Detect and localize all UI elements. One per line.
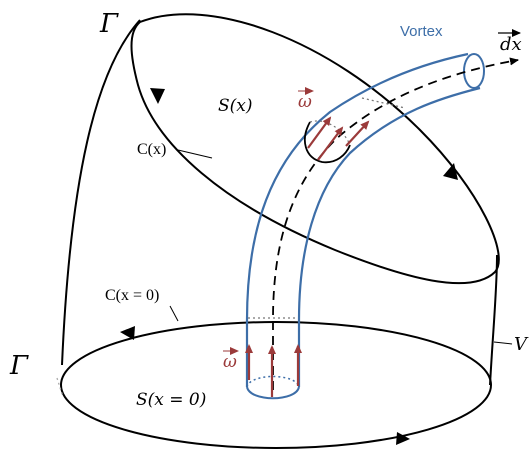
dx-label: dx (500, 34, 522, 55)
vortex-tube-bottom-cap-front (246, 386, 300, 400)
vortex-label: Vortex (400, 23, 443, 40)
circulation-arrow-top-left (150, 88, 165, 104)
vortex-tube-end-cap (463, 53, 485, 89)
c-x-leader-line (177, 149, 213, 159)
vorticity-arrow-top-1 (307, 116, 332, 149)
tube-cross-section-curve (304, 121, 351, 164)
c-x-label: C(x) (137, 141, 166, 158)
vorticity-arrow-top-2 (317, 126, 344, 161)
vortex-tube-right-edge (297, 86, 481, 387)
s-x0-label: S(x = 0) (136, 390, 206, 410)
v-label-partial: V (514, 334, 529, 355)
circulation-arrow-bottom-right (396, 432, 410, 445)
c-x0-leader-line (169, 305, 179, 322)
vortex-axis-dashed (272, 57, 519, 390)
vorticity-arrow-top-3 (345, 120, 370, 147)
vortex-tube-left-edge (245, 52, 469, 387)
circulation-arrow-top-right (443, 163, 458, 180)
s-x-label: S(x) (218, 96, 253, 116)
circulation-arrow-bottom-left (120, 326, 135, 340)
base-ellipse-dotted-segment (56, 377, 64, 398)
bottom-base-ellipse (60, 321, 492, 449)
tube-cross-section-dotted (309, 120, 351, 146)
c-x0-label: C(x = 0) (105, 287, 159, 304)
gamma-label-top: Γ (99, 9, 119, 39)
volume-left-boundary (61, 19, 141, 366)
top-cross-section-ellipse (130, 13, 500, 285)
gamma-label-left: Γ (9, 351, 29, 381)
omega-label-top: ω (298, 92, 312, 112)
omega-label-bottom: ω (223, 352, 237, 372)
hidden-contour-dotted-top (361, 97, 406, 109)
v-leader-line (493, 341, 513, 345)
